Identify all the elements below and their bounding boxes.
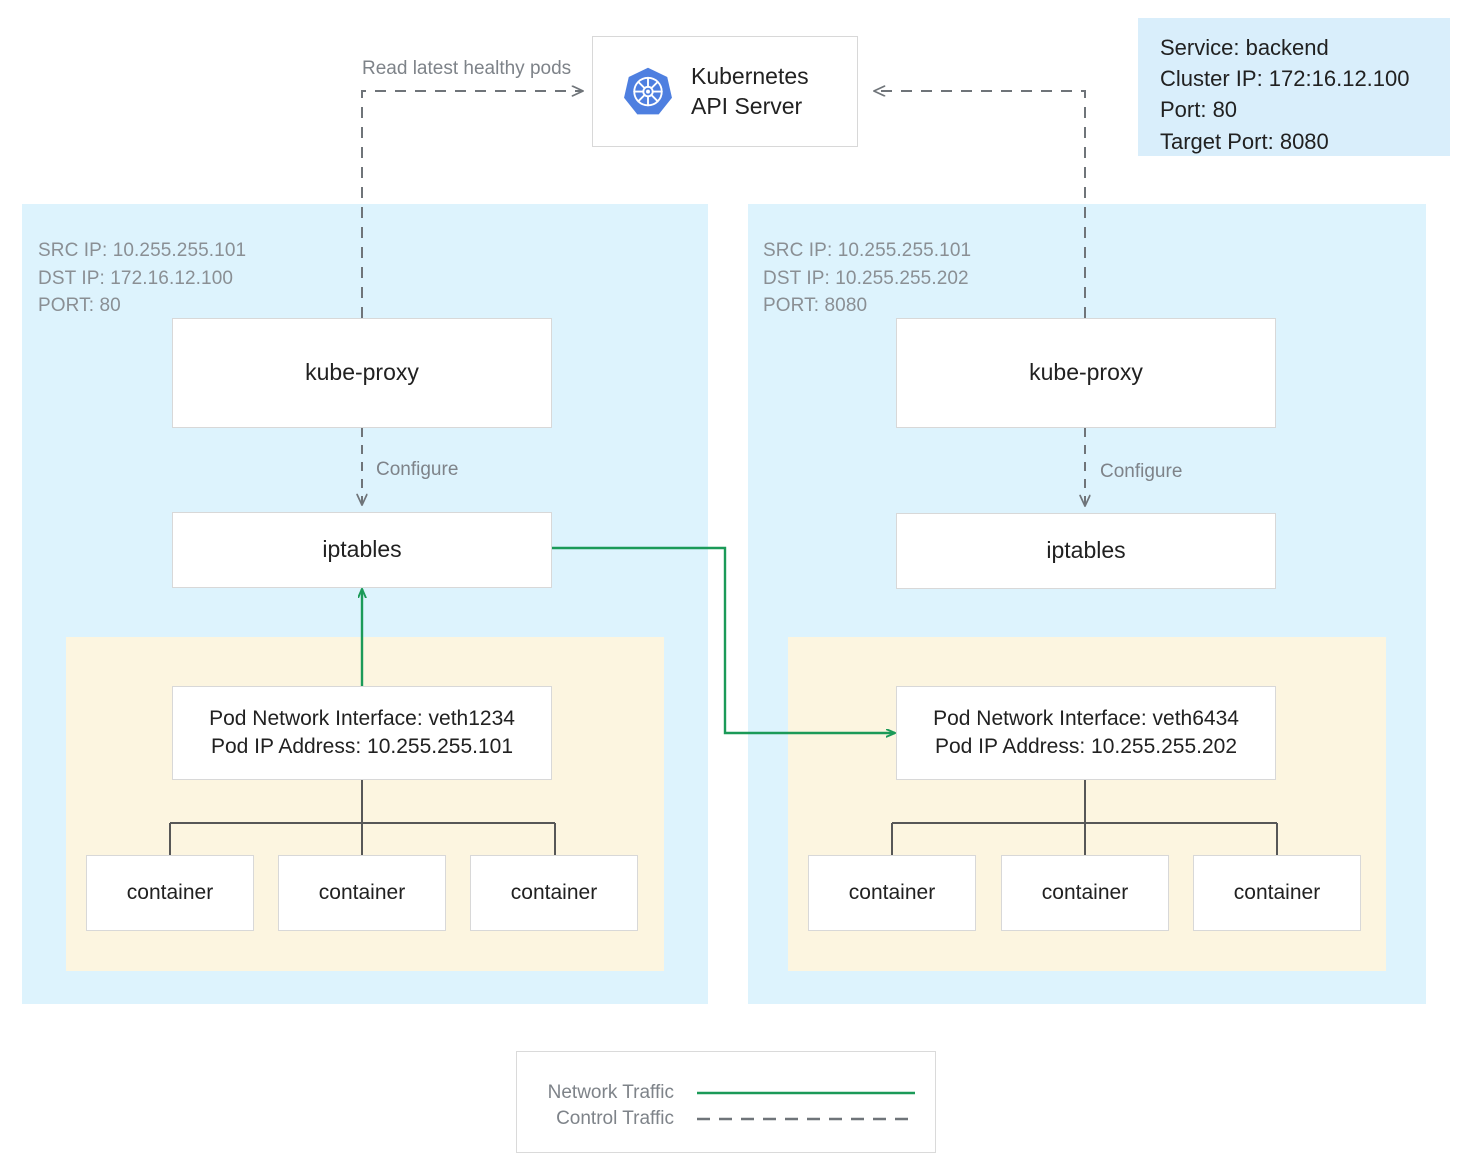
kube-proxy-label-left: kube-proxy — [305, 359, 419, 386]
kube-proxy-box-left[interactable]: kube-proxy — [172, 318, 552, 428]
service-info-box: Service: backend Cluster IP: 172:16.12.1… — [1138, 18, 1450, 156]
kubernetes-logo-icon — [621, 65, 675, 119]
packet-info-right: SRC IP: 10.255.255.101 DST IP: 10.255.25… — [763, 240, 972, 317]
pod-network-interface-box-left[interactable]: Pod Network Interface: veth1234 Pod IP A… — [172, 686, 552, 780]
api-server-label: Kubernetes API Server — [691, 62, 809, 119]
container-label-left-3: container — [510, 880, 598, 904]
packet-info-left: SRC IP: 10.255.255.101 DST IP: 172.16.12… — [38, 240, 247, 317]
iptables-label-right: iptables — [1046, 537, 1126, 564]
configure-label-left: Configure — [376, 459, 459, 480]
pod-network-interface-label-right: Pod Network Interface: veth6434 Pod IP A… — [933, 706, 1239, 758]
container-box-left-3[interactable]: container — [470, 855, 638, 931]
container-box-right-3[interactable]: container — [1193, 855, 1361, 931]
kube-proxy-box-right[interactable]: kube-proxy — [896, 318, 1276, 428]
configure-label-right: Configure — [1100, 461, 1183, 482]
kube-proxy-label-right: kube-proxy — [1029, 359, 1143, 386]
iptables-box-right[interactable]: iptables — [896, 513, 1276, 589]
container-label-left-1: container — [126, 880, 214, 904]
pod-network-interface-box-right[interactable]: Pod Network Interface: veth6434 Pod IP A… — [896, 686, 1276, 780]
iptables-label-left: iptables — [322, 536, 402, 563]
container-box-left-2[interactable]: container — [278, 855, 446, 931]
container-box-right-2[interactable]: container — [1001, 855, 1169, 931]
legend-box — [516, 1051, 936, 1153]
container-box-left-1[interactable]: container — [86, 855, 254, 931]
legend-label-control-traffic: Control Traffic — [556, 1108, 674, 1129]
read-latest-healthy-pods-label: Read latest healthy pods — [362, 58, 572, 79]
legend-label-network-traffic: Network Traffic — [547, 1082, 674, 1103]
container-label-right-3: container — [1233, 880, 1321, 904]
pod-network-interface-label-left: Pod Network Interface: veth1234 Pod IP A… — [209, 706, 515, 758]
container-box-right-1[interactable]: container — [808, 855, 976, 931]
container-label-right-1: container — [848, 880, 936, 904]
kubernetes-api-server-box[interactable]: Kubernetes API Server — [592, 36, 858, 147]
container-label-right-2: container — [1041, 880, 1129, 904]
iptables-box-left[interactable]: iptables — [172, 512, 552, 588]
container-label-left-2: container — [318, 880, 406, 904]
